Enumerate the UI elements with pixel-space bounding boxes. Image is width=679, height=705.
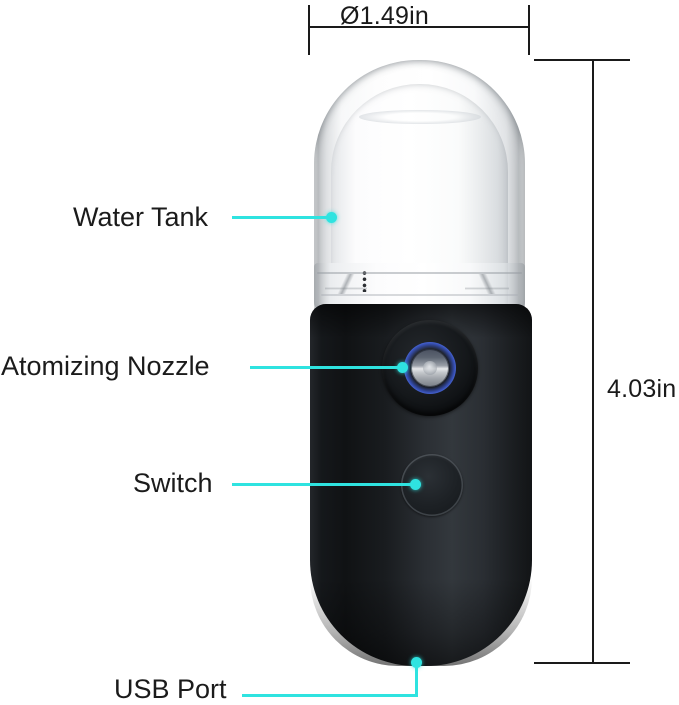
water-tank-highlight [359, 110, 481, 124]
callout-leader-usb-port-horizontal [242, 694, 418, 697]
height-extension-line-top [534, 59, 630, 61]
collar-clip-right-icon [465, 274, 509, 294]
diameter-dimension-label: Ø1.49in [340, 2, 429, 30]
callout-leader-usb-port-vertical [415, 664, 418, 697]
collar-detail-dots [361, 270, 368, 292]
callout-dot-usb-port [411, 657, 422, 668]
device-illustration [305, 58, 533, 670]
callout-label-switch: Switch [133, 468, 213, 498]
collar-seam-lower [321, 294, 518, 296]
height-dimension-line [592, 59, 594, 664]
callout-dot-switch [410, 479, 421, 490]
callout-leader-switch [232, 483, 417, 486]
collar-seam-upper [317, 272, 522, 274]
callout-label-water-tank: Water Tank [73, 202, 209, 232]
diameter-extension-line-right [528, 5, 530, 55]
diameter-extension-line-left [308, 5, 310, 55]
height-extension-line-bottom [534, 662, 630, 664]
height-dimension-label: 4.03in [607, 375, 677, 403]
collar-clip-left-icon [325, 274, 367, 294]
callout-leader-atomizing-nozzle [250, 366, 405, 369]
callout-label-atomizing-nozzle: Atomizing Nozzle [1, 351, 210, 381]
callout-dot-water-tank [326, 212, 337, 223]
callout-label-usb-port: USB Port [114, 674, 227, 704]
diameter-dimension-line [308, 26, 530, 28]
callout-dot-atomizing-nozzle [397, 362, 408, 373]
device-body-bottom-shadow [310, 578, 532, 666]
callout-leader-water-tank [232, 216, 332, 219]
atomizing-nozzle-center [423, 361, 437, 375]
